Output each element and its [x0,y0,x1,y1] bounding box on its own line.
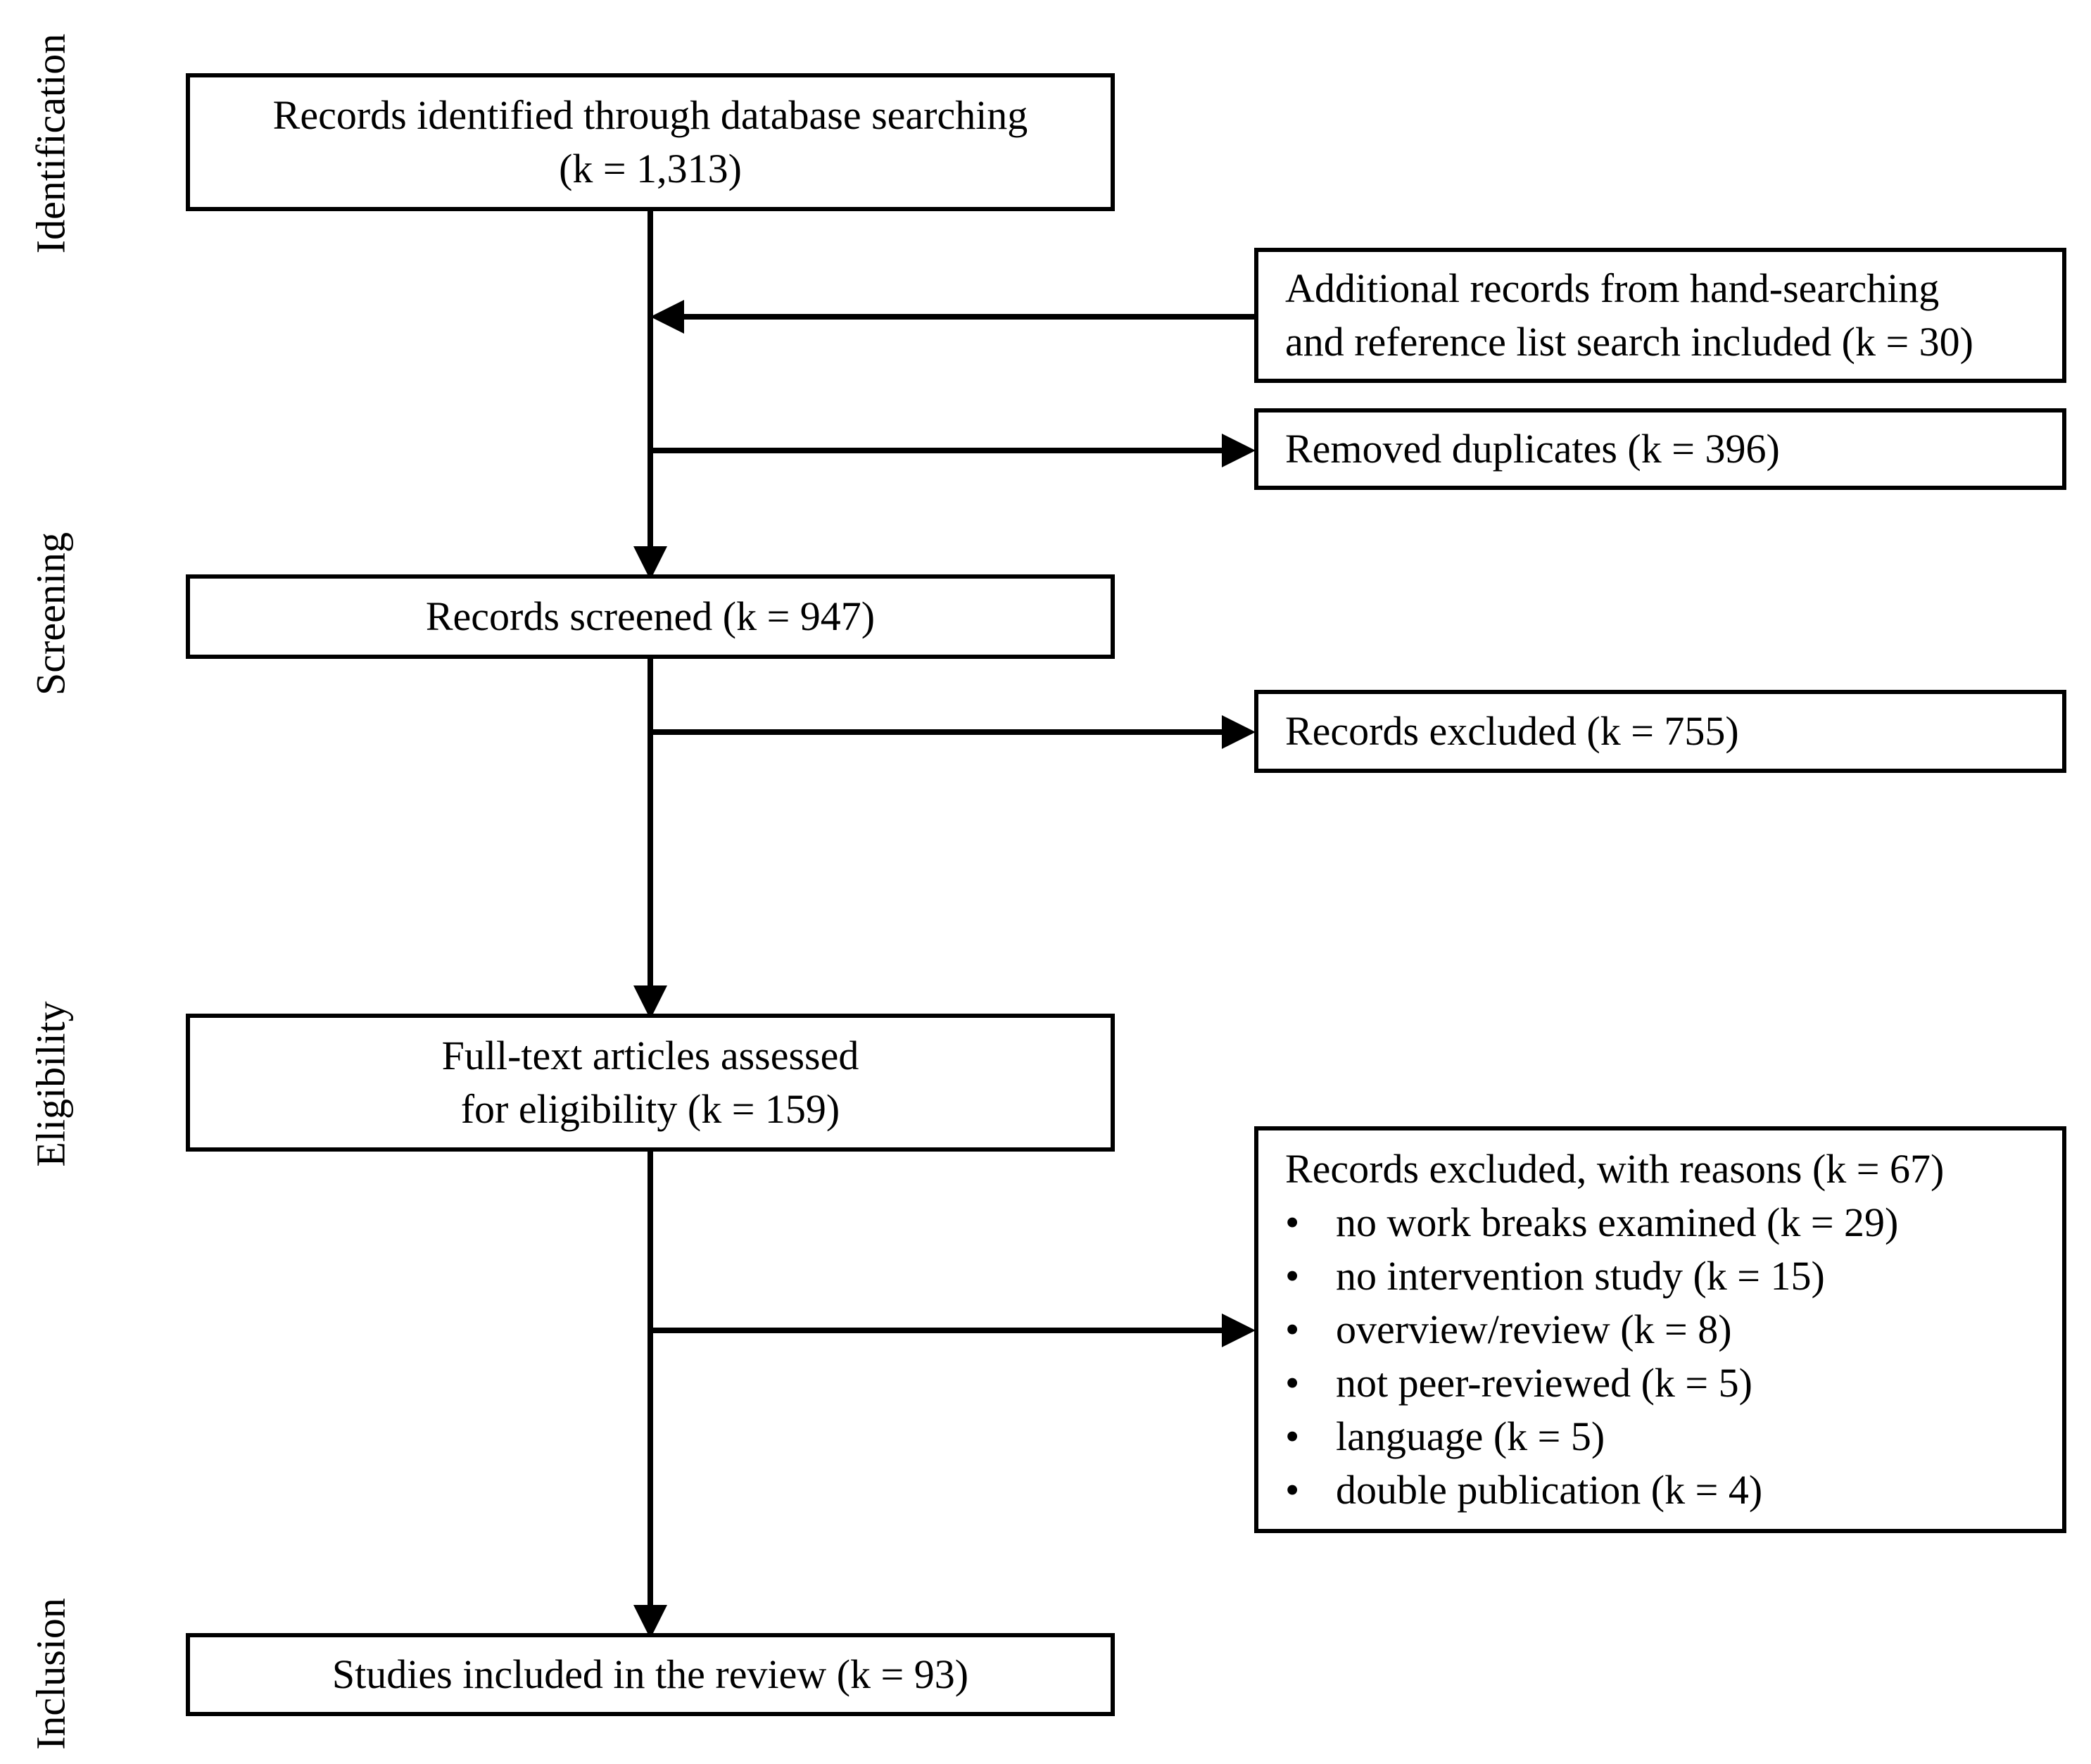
box-records-identified-line-2: (k = 1,313) [559,146,742,191]
excluded-reason-item: overview/review (k = 8) [1285,1303,2062,1356]
excluded-reasons-heading: Records excluded, with reasons (k = 67) [1285,1146,1945,1192]
excluded-reason-item: double publication (k = 4) [1285,1463,2062,1517]
box-additional-records-line-1: Additional records from hand-searching [1285,265,1940,311]
box-additional-records: Additional records from hand-searching a… [1254,248,2066,383]
box-records-identified: Records identified through database sear… [186,73,1115,211]
stage-label-identification: Identification [27,33,74,254]
box-records-screened: Records screened (k = 947) [186,574,1115,659]
box-removed-duplicates: Removed duplicates (k = 396) [1254,408,2066,490]
box-records-screened-text: Records screened (k = 947) [425,593,876,639]
excluded-reason-item: not peer-reviewed (k = 5) [1285,1356,2062,1410]
box-records-excluded-text: Records excluded (k = 755) [1285,708,1739,754]
box-studies-included: Studies included in the review (k = 93) [186,1633,1115,1716]
box-full-text-assessed: Full-text articles assessed for eligibil… [186,1014,1115,1152]
stage-label-screening: Screening [27,532,74,695]
stage-label-eligibility: Eligibility [27,1001,74,1167]
excluded-reason-item: no intervention study (k = 15) [1285,1249,2062,1303]
excluded-reasons-list: no work breaks examined (k = 29) no inte… [1285,1196,2062,1517]
box-records-identified-line-1: Records identified through database sear… [272,92,1028,138]
stage-label-inclusion: Inclusion [27,1598,74,1750]
box-full-text-assessed-line-1: Full-text articles assessed [441,1033,859,1078]
box-additional-records-line-2: and reference list search included (k = … [1285,319,1973,365]
box-removed-duplicates-text: Removed duplicates (k = 396) [1285,426,1780,472]
excluded-reason-item: language (k = 5) [1285,1410,2062,1463]
box-excluded-with-reasons: Records excluded, with reasons (k = 67) … [1254,1126,2066,1533]
excluded-reason-item: no work breaks examined (k = 29) [1285,1196,2062,1249]
box-records-excluded: Records excluded (k = 755) [1254,690,2066,773]
box-studies-included-text: Studies included in the review (k = 93) [331,1651,969,1697]
box-full-text-assessed-line-2: for eligibility (k = 159) [460,1086,840,1132]
